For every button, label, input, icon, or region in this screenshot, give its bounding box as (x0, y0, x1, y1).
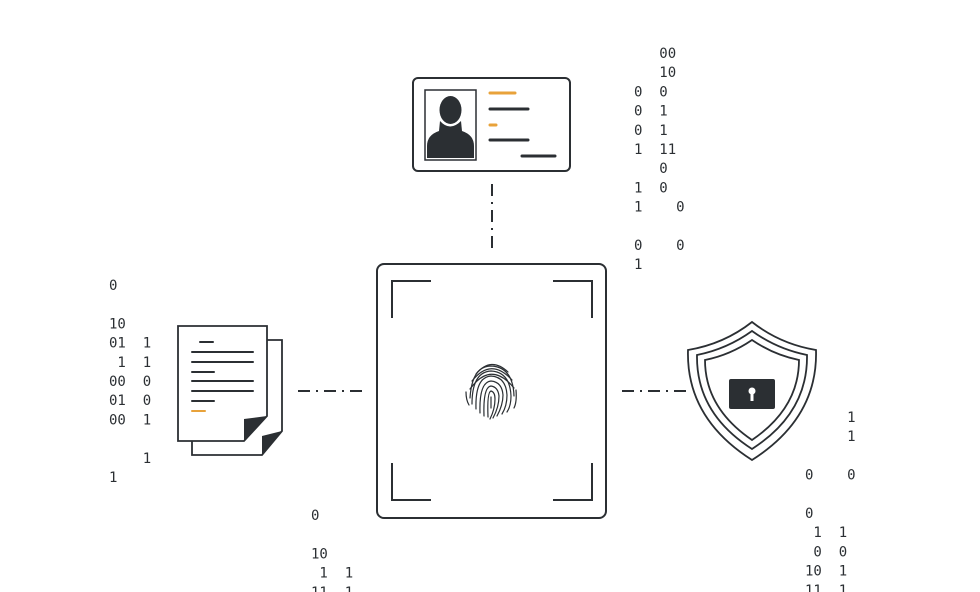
binary-digits-line: 00 (634, 46, 676, 62)
person-silhouette-icon (427, 96, 474, 158)
binary-stream-top-right: 00 10 0 0 0 1 0 1 1 11 0 1 0 1 0 0 0 1 (634, 46, 685, 273)
binary-digits-line: 1 (109, 470, 117, 486)
binary-digits-line: 1 (805, 429, 856, 445)
binary-stream-bottom-center: 0 10 1 1 11 1 (311, 508, 353, 592)
binary-digits-line: 0 0 (805, 468, 856, 484)
scanner-corner-brackets (391, 280, 593, 501)
binary-digits-line: 11 1 (311, 585, 353, 592)
binary-digits-line: 0 1 (634, 123, 668, 139)
binary-digits-line: 1 0 (634, 180, 668, 196)
document-text-lines (191, 341, 254, 412)
binary-digits-line: 1 (634, 257, 642, 273)
binary-digits-line: 01 0 (109, 393, 151, 409)
binary-digits-line: 0 (311, 508, 319, 524)
binary-digits-line: 00 0 (109, 374, 151, 390)
binary-digits-line: 10 1 (805, 564, 847, 580)
binary-stream-right: 1 1 0 0 0 1 1 0 0 10 1 11 1 (805, 410, 856, 592)
binary-digits-line: 0 0 (634, 84, 668, 100)
binary-digits-line: 01 1 (109, 336, 151, 352)
binary-digits-line: 1 1 (311, 566, 353, 582)
binary-digits-line: 10 (109, 316, 126, 332)
binary-digits-line: 0 (634, 161, 668, 177)
binary-digits-line: 1 11 (634, 142, 676, 158)
binary-digits-line: 10 (634, 65, 676, 81)
binary-digits-line: 1 (805, 410, 856, 426)
binary-digits-line: 0 1 (634, 104, 668, 120)
id-card-text-lines (488, 91, 557, 158)
id-card-icon (412, 77, 571, 172)
fingerprint-scanner-icon (376, 263, 607, 519)
binary-digits-line: 1 1 (109, 355, 151, 371)
binary-digits-line: 10 (311, 546, 328, 562)
binary-digits-line: 1 1 (805, 525, 847, 541)
binary-digits-line: 0 (805, 506, 813, 522)
connectors (298, 184, 688, 392)
binary-digits-line: 1 0 (634, 200, 685, 216)
binary-digits-line: 0 0 (634, 238, 685, 254)
fingerprint-icon (465, 363, 517, 420)
shield-lock-icon (687, 320, 817, 462)
binary-digits-line: 0 0 (805, 544, 847, 560)
documents-icon (177, 325, 283, 456)
binary-digits-line: 00 1 (109, 412, 151, 428)
binary-digits-line: 1 (109, 451, 151, 467)
binary-digits-line: 0 (109, 278, 117, 294)
binary-digits-line: 11 1 (805, 583, 847, 592)
binary-stream-left: 0 10 01 1 1 1 00 0 01 0 00 1 1 1 (109, 278, 151, 486)
